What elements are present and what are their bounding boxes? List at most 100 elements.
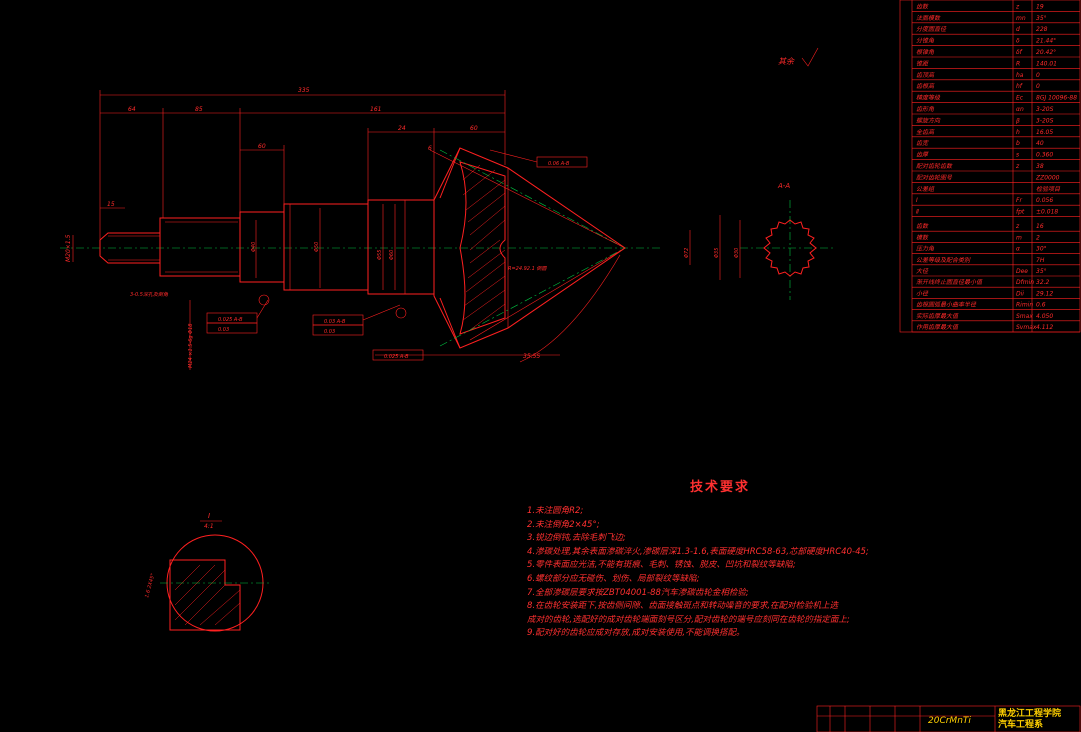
requirement-item: 5.零件表面应光洁,不能有斑痕、毛刺、锈蚀、脱皮、凹坑和裂纹等缺陷; (527, 560, 796, 571)
requirement-item: 1.未注圆角R2; (527, 506, 584, 516)
param-name: 齿顶高 (916, 71, 935, 79)
left-note: M24 ×1.5-6g Φ18 (188, 324, 194, 368)
param-sym: Dfmin (1016, 279, 1034, 286)
dim-d2: 85 (195, 106, 203, 113)
param-val: ±0.018 (1036, 209, 1058, 216)
param-sym: β (1016, 117, 1020, 124)
tol-5: 0.025 A-B (384, 354, 409, 360)
requirement-item: 3.锐边倒钝,去除毛刺飞边; (527, 533, 626, 544)
requirement-item: 6.螺纹部分应无碰伤、划伤、局部裂纹等缺陷; (527, 573, 700, 584)
param-name: 公差组 (916, 185, 935, 193)
param-sym: Smax (1016, 313, 1033, 320)
param-name: 齿形角 (916, 105, 935, 113)
tolerance-frames (206, 149, 588, 361)
param-name: 法面模数 (916, 14, 941, 22)
param-name: 齿根高 (916, 82, 935, 90)
param-val: 7H (1036, 257, 1045, 264)
param-name: 锥距 (916, 59, 929, 67)
param-val: 38 (1036, 163, 1044, 170)
param-sym: Rimin (1016, 302, 1033, 309)
detail-view (160, 534, 270, 632)
datum-a-symbol (258, 294, 270, 306)
param-name: 分度圆直径 (916, 25, 947, 33)
dim-overall: 335 (298, 87, 310, 94)
tech-requirements-list: 1.未注圆角R2;2.未注倒角2×45°;3.锐边倒钝,去除毛刺飞边;4.渗碳处… (527, 505, 869, 641)
param-val: 3-20S (1036, 106, 1054, 113)
param-val: 检验项目 (1036, 185, 1061, 193)
param-val: 32.2 (1036, 279, 1050, 286)
dim-gear-d: Φ72 (684, 248, 690, 258)
param-val: 16.05 (1036, 129, 1053, 136)
param-val: 0 (1036, 72, 1040, 79)
param-sym: αn (1016, 106, 1024, 113)
dim-d3: 161 (370, 106, 381, 113)
param-val: 21.44° (1036, 38, 1056, 45)
taper-note: R=24.92.1 倒圆 (508, 265, 547, 272)
spline-section (763, 219, 817, 277)
dim-d6: 60 (258, 143, 266, 150)
param-name: 齿数 (916, 222, 929, 230)
param-val: 0.6 (1036, 302, 1046, 309)
dim-cone: 35.55 (523, 353, 540, 360)
param-name: 实际齿厚最大值 (916, 312, 959, 320)
param-sym: hf (1016, 83, 1023, 90)
param-sym: α (1016, 246, 1020, 253)
dimension-lines (72, 90, 741, 370)
param-sym: mn (1016, 15, 1026, 22)
param-name: 齿数 (916, 2, 929, 10)
param-sym: fpt (1016, 209, 1025, 216)
param-val: ZZ0000 (1035, 174, 1060, 181)
tech-requirements-title: 技术要求 (690, 480, 751, 495)
requirement-item: 7.全部渗碳层要求按ZBT04001-88汽车渗碳齿轮金相检验; (527, 587, 749, 598)
param-sym: ha (1016, 72, 1024, 79)
tol-1: 0.025 A-B (218, 317, 243, 323)
detail-angle-note: 1.6 2X45° (144, 572, 156, 598)
param-name: Ⅰ (916, 197, 918, 204)
param-name: 齿根圆弧最小曲率半径 (916, 301, 977, 309)
material-label: 20CrMnTi (928, 716, 971, 726)
param-sym: b (1016, 140, 1020, 147)
dim-bore4: Φ60 (389, 250, 395, 260)
shaft-outline (99, 147, 626, 349)
roughness-symbol (801, 47, 819, 67)
param-sym: R (1016, 60, 1020, 67)
param-name: 渐开线终止圆直径最小值 (916, 278, 983, 286)
dim-d1: 64 (128, 106, 136, 113)
dim-bore2: Φ50 (314, 242, 320, 252)
param-name: 精度等级 (916, 94, 941, 102)
param-val: 2 (1036, 234, 1040, 241)
param-sym: z (1015, 3, 1020, 10)
param-val: 3-20S (1036, 117, 1054, 124)
param-val: 29.12 (1036, 290, 1053, 297)
dim-bore1: Φ40 (251, 242, 257, 252)
section-label: A-A (777, 182, 790, 190)
param-sym: Dee (1016, 268, 1028, 275)
detail-label: Ⅰ (208, 512, 210, 520)
tol-3: 0.03 A-B (324, 319, 346, 325)
detail-scale: 4:1 (204, 523, 214, 530)
param-name: 全齿高 (916, 128, 935, 136)
param-name: 螺旋方向 (916, 116, 941, 124)
dim-d5: 60 (470, 125, 478, 132)
param-val: 4.112 (1036, 324, 1053, 331)
dim-dia-a: Φ35 (714, 248, 720, 258)
param-name: 配对齿轮齿数 (916, 162, 953, 170)
school-name: 黑龙江工程学院 汽车工程系 (998, 709, 1061, 731)
param-val: 4.050 (1036, 313, 1053, 320)
param-name: 齿厚 (916, 151, 929, 159)
requirement-item: 2.未注倒角2×45°; (527, 519, 600, 530)
param-name: 公差等级及配合类别 (916, 256, 971, 264)
title-block (816, 705, 1081, 732)
param-name: Ⅱ (916, 209, 919, 216)
param-name: 作用齿厚最大值 (916, 323, 959, 331)
param-name: 配对齿轮图号 (916, 173, 953, 181)
tol-6: 0.06 A-B (548, 161, 570, 167)
dim-thread: M20×1.5 (65, 234, 72, 262)
param-sym: s (1016, 152, 1019, 159)
param-val: 8GJ 10096-88 (1036, 95, 1077, 102)
tol-2: 0.03 (218, 327, 229, 333)
param-val: 19 (1036, 3, 1044, 10)
param-sym: z (1015, 223, 1020, 230)
